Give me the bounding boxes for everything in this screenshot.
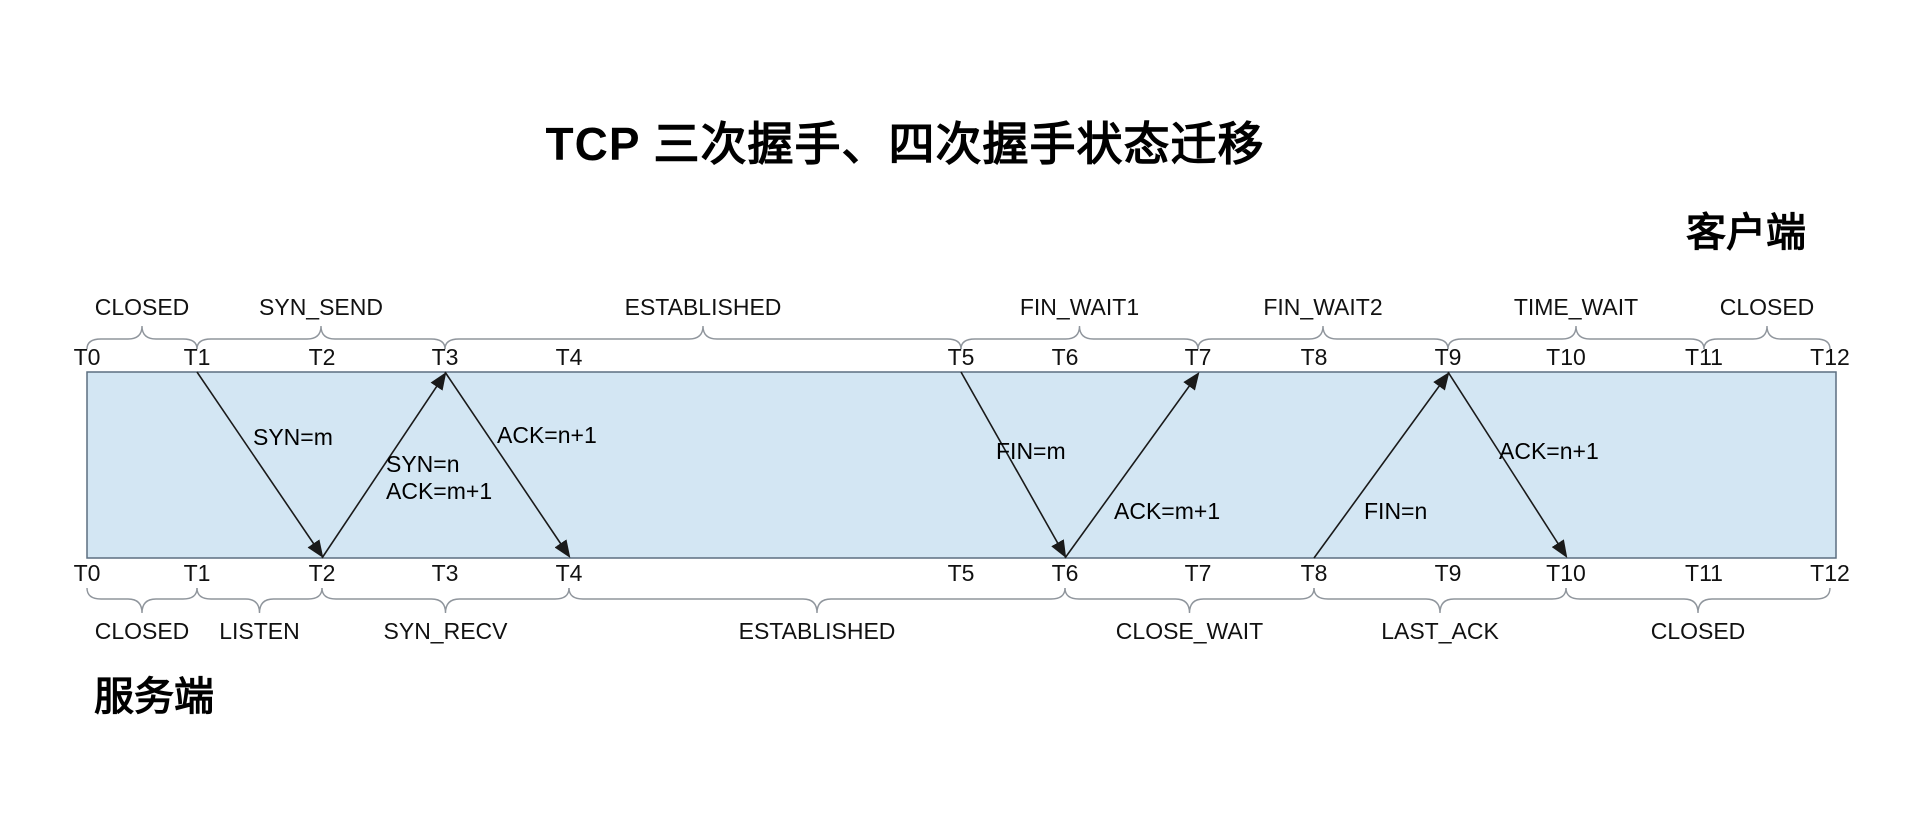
- server-participant-label: 服务端: [94, 675, 214, 719]
- message-arrow-fin=n: [1313, 372, 1450, 559]
- server-state-label: LAST_ACK: [1381, 618, 1499, 644]
- message-arrow-syn=m: [196, 371, 324, 558]
- client-state-label: FIN_WAIT2: [1263, 294, 1383, 320]
- server-tick-label: T2: [308, 560, 336, 586]
- message-label: ACK=n+1: [497, 422, 597, 448]
- client-tick-label: T9: [1434, 344, 1462, 370]
- client-tick-label: T6: [1051, 344, 1079, 370]
- server-tick-label: T8: [1300, 560, 1328, 586]
- message-arrow-fin=m: [960, 371, 1067, 559]
- client-state-label: CLOSED: [94, 294, 190, 320]
- server-tick-label: T6: [1051, 560, 1079, 586]
- server-tick-label: T0: [73, 560, 101, 586]
- client-tick-label: T3: [431, 344, 459, 370]
- server-tick-label: T10: [1546, 560, 1586, 586]
- server-state-brace: [196, 587, 323, 614]
- server-state-brace: [1565, 587, 1831, 614]
- message-arrow-syn=n-ack=m+1: [321, 372, 447, 559]
- client-tick-label: T8: [1300, 344, 1328, 370]
- server-tick-label: T5: [947, 560, 975, 586]
- message-label: FIN=m: [996, 438, 1066, 464]
- page-title: TCP 三次握手、四次握手状态迁移: [545, 118, 1265, 170]
- client-tick-label: T2: [308, 344, 336, 370]
- client-tick-label: T10: [1546, 344, 1586, 370]
- message-label: ACK=n+1: [1499, 438, 1599, 464]
- client-state-brace: [444, 325, 962, 350]
- server-tick-label: T3: [431, 560, 459, 586]
- server-state-brace: [1064, 587, 1315, 614]
- server-state-label: LISTEN: [219, 618, 300, 644]
- message-label: SYN=n ACK=m+1: [386, 451, 493, 504]
- client-tick-label: T1: [183, 344, 211, 370]
- client-tick-label: T12: [1810, 344, 1850, 370]
- client-state-brace: [1197, 325, 1449, 350]
- client-state-label: SYN_SEND: [259, 294, 383, 320]
- message-label: SYN=m: [253, 424, 333, 450]
- message-label: ACK=m+1: [1114, 498, 1221, 524]
- client-state-brace: [196, 325, 446, 350]
- client-tick-label: T11: [1685, 344, 1723, 370]
- timeline-band: [86, 371, 1837, 559]
- client-state-brace: [1703, 325, 1831, 350]
- client-state-brace: [960, 325, 1199, 350]
- client-state-brace: [1447, 325, 1705, 350]
- server-state-label: CLOSED: [1650, 618, 1746, 644]
- client-tick-label: T7: [1184, 344, 1212, 370]
- server-tick-label: T7: [1184, 560, 1212, 586]
- client-tick-label: T0: [73, 344, 101, 370]
- server-state-label: CLOSED: [94, 618, 190, 644]
- server-tick-label: T1: [183, 560, 211, 586]
- server-state-brace: [568, 587, 1066, 614]
- server-state-brace: [86, 587, 198, 614]
- client-state-label: TIME_WAIT: [1513, 294, 1639, 320]
- server-tick-label: T4: [555, 560, 583, 586]
- client-state-label: CLOSED: [1719, 294, 1815, 320]
- server-tick-label: T9: [1434, 560, 1462, 586]
- client-state-label: FIN_WAIT1: [1019, 294, 1140, 320]
- client-tick-label: T5: [947, 344, 975, 370]
- server-state-brace: [1313, 587, 1567, 614]
- message-arrow-ack=m+1: [1064, 372, 1200, 559]
- client-state-brace: [86, 325, 198, 350]
- server-tick-label: T11: [1685, 560, 1723, 586]
- message-arrow-ack=n+1: [1447, 371, 1568, 559]
- server-state-brace: [321, 587, 570, 614]
- client-state-label: ESTABLISHED: [624, 294, 782, 320]
- server-state-label: ESTABLISHED: [738, 618, 896, 644]
- client-tick-label: T4: [555, 344, 583, 370]
- client-participant-label: 客户端: [1686, 211, 1806, 255]
- message-label: FIN=n: [1364, 498, 1428, 524]
- server-tick-label: T12: [1810, 560, 1850, 586]
- server-state-label: CLOSE_WAIT: [1115, 618, 1264, 644]
- message-arrow-ack=n+1: [444, 371, 571, 558]
- server-state-label: SYN_RECV: [383, 618, 508, 644]
